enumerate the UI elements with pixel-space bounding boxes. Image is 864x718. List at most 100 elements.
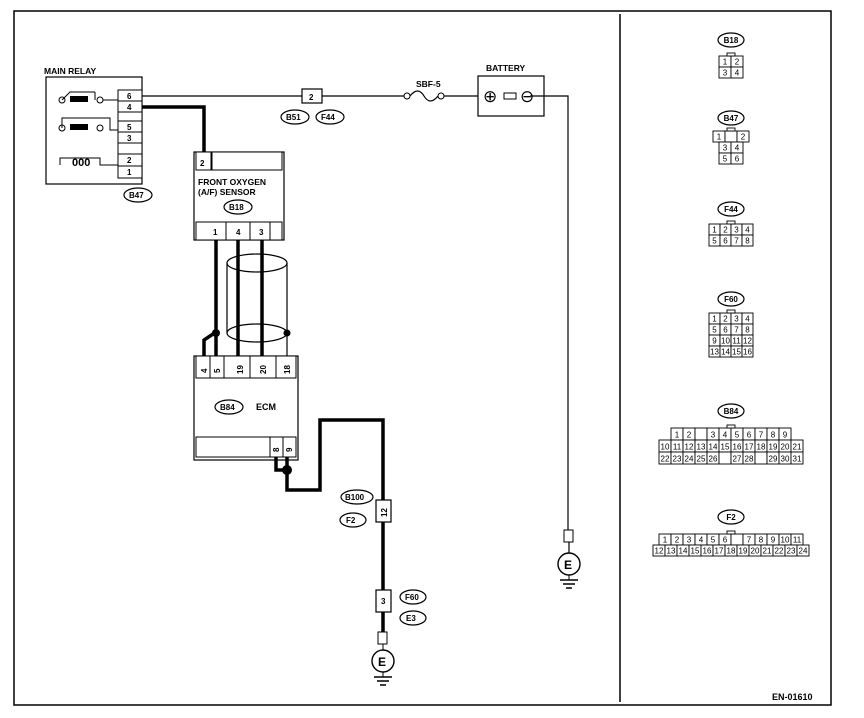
svg-text:6: 6 xyxy=(127,92,132,101)
svg-text:4: 4 xyxy=(127,103,132,112)
svg-text:5: 5 xyxy=(127,123,132,132)
svg-text:BATTERY: BATTERY xyxy=(486,63,526,73)
legend-pin: 27 xyxy=(733,455,742,464)
legend-pin: 2 xyxy=(735,58,740,67)
legend-pin: 6 xyxy=(723,536,728,545)
legend-pin: 12 xyxy=(685,443,694,452)
legend-pin: 5 xyxy=(712,326,717,335)
legend-pin: 9 xyxy=(771,536,776,545)
legend-pin: 6 xyxy=(723,237,728,246)
b18-tag: B18 xyxy=(229,203,244,212)
svg-text:2: 2 xyxy=(309,93,314,102)
legend-pin: 15 xyxy=(721,443,730,452)
svg-text:E: E xyxy=(378,655,386,669)
sensor-label-line2: (A/F) SENSOR xyxy=(198,187,256,197)
legend-pin: 7 xyxy=(747,536,752,545)
legend-pin: 14 xyxy=(721,348,730,357)
svg-text:B51: B51 xyxy=(286,113,301,122)
legend-pin: 1 xyxy=(663,536,668,545)
figure-code: EN-01610 xyxy=(772,692,813,702)
legend-pin: 5 xyxy=(735,431,740,440)
legend-pin: 13 xyxy=(710,348,719,357)
legend-tag: B47 xyxy=(724,114,739,123)
legend-pin: 16 xyxy=(703,547,712,556)
legend-pin: 23 xyxy=(673,455,682,464)
legend-pin: 19 xyxy=(769,443,778,452)
b84-tag: B84 xyxy=(220,403,235,412)
ground-ecm: E xyxy=(371,631,395,686)
battery-minus-icon: ⊖ xyxy=(520,87,534,106)
svg-text:E: E xyxy=(564,558,572,572)
legend-pin: 4 xyxy=(723,431,728,440)
legend-tag: B84 xyxy=(724,407,739,416)
legend-pin: 12 xyxy=(743,337,752,346)
legend-pin: 4 xyxy=(699,536,704,545)
legend-pin: 31 xyxy=(793,455,802,464)
legend-pin: 3 xyxy=(734,226,739,235)
legend-tag: B18 xyxy=(724,36,739,45)
svg-text:F2: F2 xyxy=(346,516,356,525)
svg-text:4: 4 xyxy=(200,368,209,373)
svg-text:F60: F60 xyxy=(405,593,419,602)
legend-pin: 18 xyxy=(757,443,766,452)
sensor-label-line1: FRONT OXYGEN xyxy=(198,177,266,187)
legend-pin: 7 xyxy=(734,326,739,335)
legend-pin: 7 xyxy=(734,237,739,246)
fuse-sbf5: SBF-5 xyxy=(403,79,445,102)
legend-pin: 4 xyxy=(735,144,740,153)
legend-pin: 22 xyxy=(775,547,784,556)
legend-pin: 17 xyxy=(745,443,754,452)
legend-pin: 10 xyxy=(661,443,670,452)
legend-pin: 1 xyxy=(712,315,717,324)
legend-pin: 24 xyxy=(685,455,694,464)
legend-pin: 1 xyxy=(712,226,717,235)
main-relay-label: MAIN RELAY xyxy=(44,66,96,76)
legend-pin: 1 xyxy=(675,431,680,440)
legend-pin: 16 xyxy=(733,443,742,452)
legend-pin: 30 xyxy=(781,455,790,464)
legend-pin: 26 xyxy=(709,455,718,464)
legend-pin: 9 xyxy=(783,431,788,440)
legend-pin: 8 xyxy=(759,536,764,545)
legend-pin: 13 xyxy=(667,547,676,556)
legend-pin: 8 xyxy=(745,237,750,246)
legend-pin: 4 xyxy=(745,226,750,235)
svg-text:2: 2 xyxy=(127,156,132,165)
legend-pin: 13 xyxy=(697,443,706,452)
svg-text:20: 20 xyxy=(259,365,268,374)
legend-pin: 20 xyxy=(751,547,760,556)
legend-pin: 5 xyxy=(712,237,717,246)
legend-pin: 3 xyxy=(723,144,728,153)
svg-text:3: 3 xyxy=(127,134,132,143)
legend-pin: 11 xyxy=(732,337,741,346)
legend-pin: 8 xyxy=(745,326,750,335)
legend-pin: 16 xyxy=(743,348,752,357)
legend-pin: 18 xyxy=(727,547,736,556)
legend-pin: 28 xyxy=(745,455,754,464)
b47-tag: B47 xyxy=(129,191,144,200)
svg-text:12: 12 xyxy=(380,508,389,517)
svg-text:5: 5 xyxy=(213,368,222,373)
legend-pin: 7 xyxy=(759,431,764,440)
svg-text:SBF-5: SBF-5 xyxy=(416,79,441,89)
legend-pin: 19 xyxy=(739,547,748,556)
legend-pin: 21 xyxy=(763,547,772,556)
legend-pin: 3 xyxy=(723,69,728,78)
legend-pin: 2 xyxy=(723,315,728,324)
legend-pin: 12 xyxy=(655,547,664,556)
legend-pin: 14 xyxy=(679,547,688,556)
joint-connector-b51-f44: 2 B51 F44 xyxy=(280,88,345,125)
legend-pin: 2 xyxy=(687,431,692,440)
ground-battery: E xyxy=(557,529,581,589)
svg-text:18: 18 xyxy=(283,365,292,374)
legend-pin: 10 xyxy=(781,536,790,545)
legend-pin: 8 xyxy=(771,431,776,440)
legend-pin: 5 xyxy=(723,155,728,164)
battery-plus-icon: ⊕ xyxy=(483,87,497,106)
main-relay: MAIN RELAY 000 6 4 5 3 2 1 B47 xyxy=(44,66,153,203)
